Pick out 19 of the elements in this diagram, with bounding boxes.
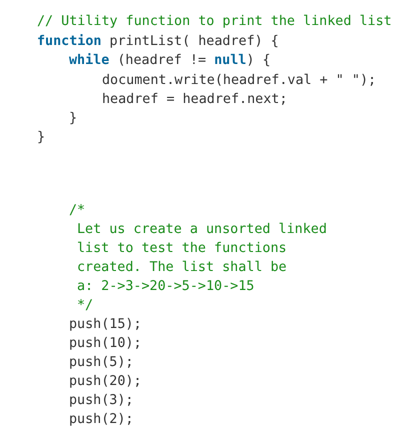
code-line: push(15); (69, 316, 142, 333)
code-line: push(10); (69, 335, 142, 352)
code-line: function printList( headref) { (37, 33, 279, 50)
code-line: while (headref != null) { (69, 52, 271, 69)
code-comment: a: 2->3->20->5->10->15 (77, 278, 254, 295)
code-line: } (69, 110, 78, 127)
code-comment: list to test the functions (77, 240, 287, 257)
code-line: push(2); (69, 411, 134, 428)
code-line: push(5); (69, 354, 134, 371)
code-line: document.write(headref.val + " "); (102, 72, 376, 89)
code-comment: created. The list shall be (77, 259, 287, 276)
code-line: } (37, 129, 46, 146)
code-line: push(3); (69, 392, 134, 409)
code-line: push(20); (69, 373, 142, 390)
code-line: headref = headref.next; (102, 91, 288, 108)
code-comment: // Utility function to print the linked list (37, 13, 392, 30)
code-comment: */ (77, 297, 94, 314)
code-comment: Let us create a unsorted linked (77, 221, 327, 238)
code-comment: /* (69, 202, 86, 219)
